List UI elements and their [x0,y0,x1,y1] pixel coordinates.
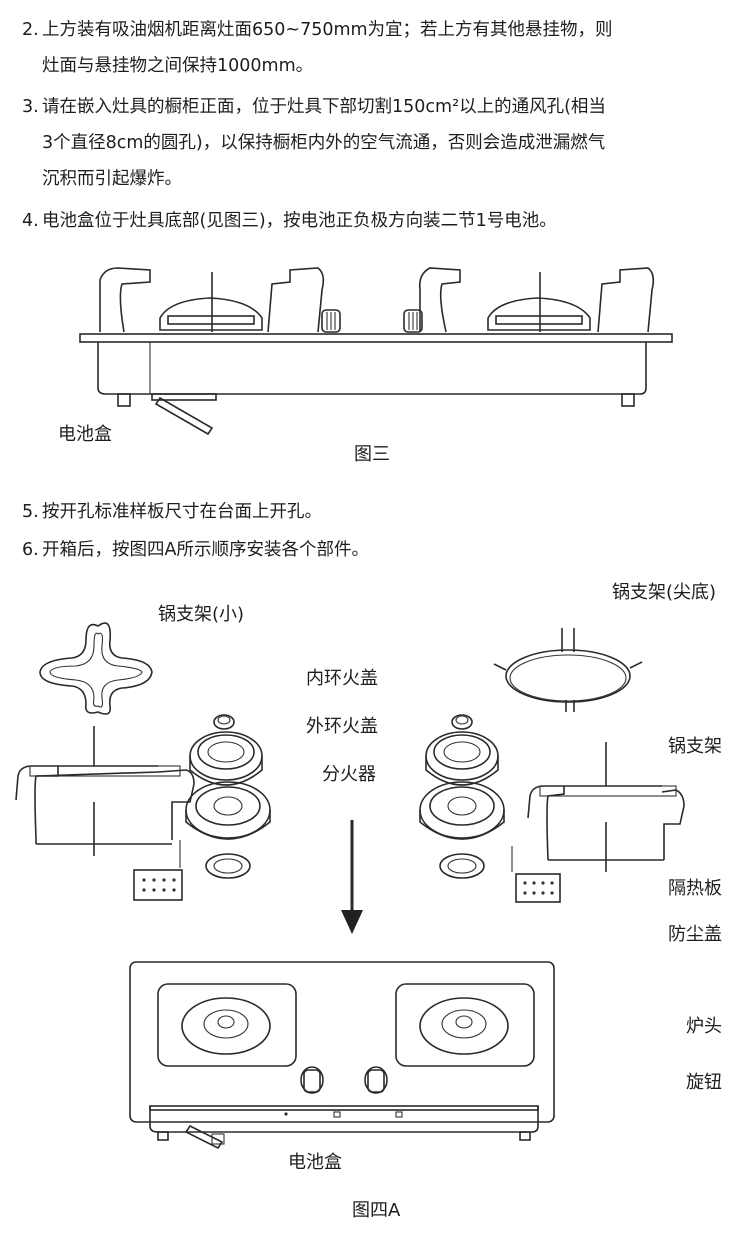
figure4a-caption: 图四A [352,1200,401,1221]
instruction-6: 6.开箱后，按图四A所示顺序安装各个部件。 [22,540,369,560]
pan-support-label: 锅支架 [668,736,722,757]
instruction-5: 5.按开孔标准样板尺寸在台面上开孔。 [22,502,322,522]
pan-support-pointed-label: 锅支架(尖底) [612,582,717,603]
pan-support-small-label: 锅支架(小) [158,604,245,625]
knob-label: 旋钮 [686,1072,722,1093]
heat-shield-label: 隔热板 [668,878,722,899]
figure3-caption: 图三 [354,444,390,465]
battery-box-label: 电池盒 [58,424,112,445]
inner-cap-label: 内环火盖 [306,668,378,689]
distributor-label: 分火器 [322,764,376,785]
figure4a-exploded-view [15,622,685,1150]
outer-cap-label: 外环火盖 [306,716,378,737]
instruction-3: 3.请在嵌入灶具的橱柜正面，位于灶具下部切割150cm²以上的通风孔(相当 3个… [22,97,606,189]
dust-cover-label: 防尘盖 [668,924,722,945]
instruction-2: 2.上方装有吸油烟机距离灶面650~750mm为宜；若上方有其他悬挂物，则 灶面… [22,20,613,76]
instruction-4: 4.电池盒位于灶具底部(见图三)，按电池正负极方向装二节1号电池。 [22,211,557,231]
figure3-hob-side-view [79,267,673,436]
burner-label: 炉头 [686,1016,722,1037]
battery-box-label-4a: 电池盒 [288,1152,342,1173]
